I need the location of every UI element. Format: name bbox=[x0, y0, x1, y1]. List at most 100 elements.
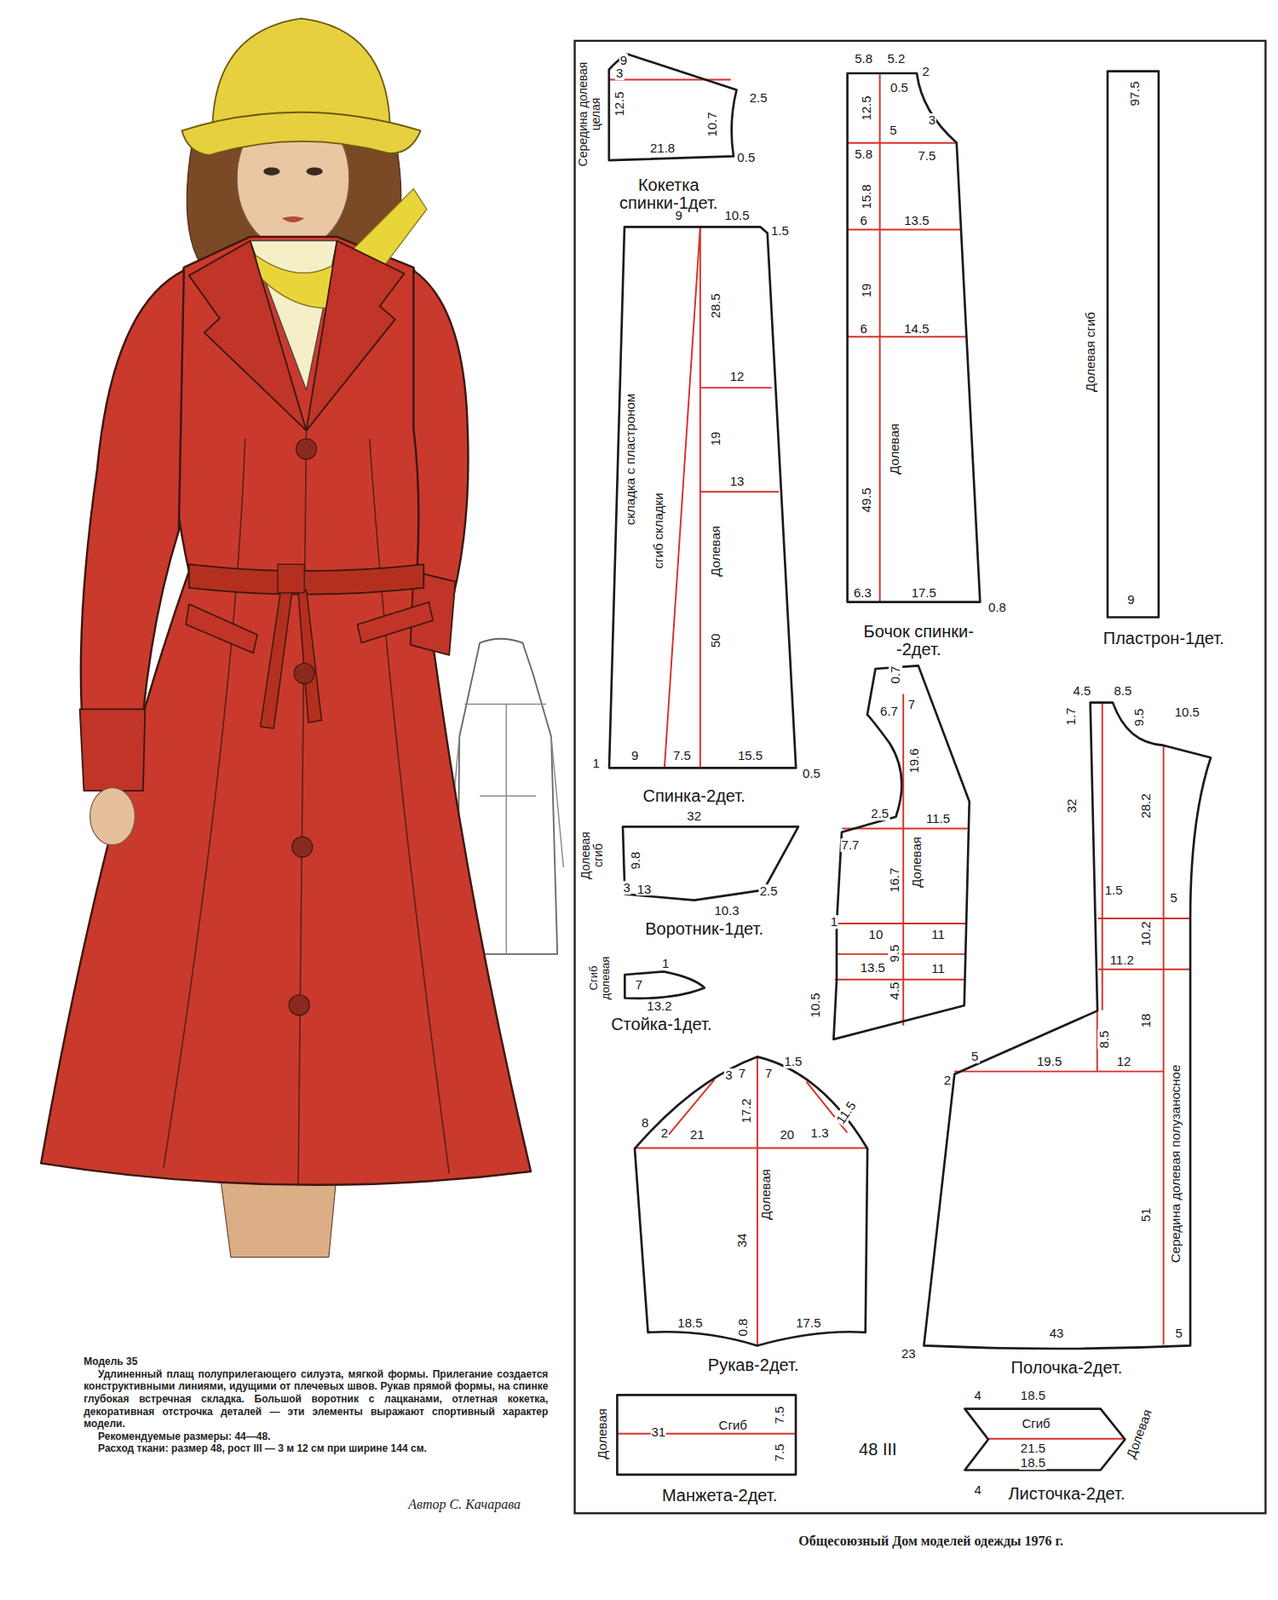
dimension: 13.5 bbox=[859, 961, 887, 975]
author: Автор С. Качарава bbox=[407, 1497, 522, 1513]
dimension: 34 bbox=[735, 1231, 749, 1249]
construction-line bbox=[700, 386, 772, 389]
dimension: 6 bbox=[858, 213, 868, 228]
construction-line bbox=[609, 78, 732, 81]
pocket-flap bbox=[185, 602, 433, 654]
dimension: 32 bbox=[1065, 798, 1079, 815]
dimension: 11.5 bbox=[925, 811, 951, 826]
piece-contour bbox=[634, 1056, 868, 1346]
dimension: 5 bbox=[888, 123, 898, 138]
dimension: 2 bbox=[943, 1073, 952, 1088]
dimension: 7.5 bbox=[772, 1442, 787, 1463]
dimension: 14.5 bbox=[903, 322, 930, 336]
construction-line bbox=[664, 226, 701, 768]
dimension: 10 bbox=[868, 928, 885, 943]
dimension: 43 bbox=[1048, 1326, 1065, 1341]
dimension: 4.5 bbox=[887, 981, 902, 1002]
construction-line bbox=[846, 335, 966, 338]
sizes-note: Рекомендуемые размеры: 44—48. bbox=[83, 1430, 548, 1444]
dimension: 49.5 bbox=[859, 486, 874, 513]
dimension: 5 bbox=[1169, 891, 1179, 905]
dimension: 7.5 bbox=[672, 748, 692, 763]
grain-note: Долевая сгиб bbox=[1083, 310, 1098, 393]
model-title: Модель 35 bbox=[83, 1355, 548, 1369]
construction-line bbox=[836, 922, 967, 925]
dimension: 15.5 bbox=[736, 748, 764, 763]
dimension: 7.5 bbox=[916, 149, 937, 163]
dimension: 4 bbox=[973, 1483, 983, 1497]
dimension: 19.6 bbox=[908, 747, 922, 774]
construction-line bbox=[756, 1056, 759, 1346]
dimension: 18.5 bbox=[676, 1316, 703, 1330]
grain-note: складка с пластроном bbox=[624, 392, 639, 526]
description-text: Удлиненный плащ полуприлегающего силуэта… bbox=[83, 1368, 548, 1431]
sleeve bbox=[80, 270, 185, 714]
construction-line bbox=[1162, 744, 1165, 1345]
dimension: 2.5 bbox=[759, 884, 779, 899]
dimension: 3 bbox=[615, 66, 624, 81]
dimension: 1 bbox=[661, 956, 670, 971]
coat-body bbox=[40, 236, 531, 1186]
construction-line bbox=[834, 978, 965, 981]
dimension: 0.5 bbox=[889, 80, 910, 95]
dimension: 13.5 bbox=[903, 213, 930, 228]
dimension: 10.5 bbox=[1174, 705, 1201, 720]
grain-note: Долевая bbox=[595, 1407, 610, 1461]
grain-note: Долевая bbox=[909, 836, 924, 890]
dimension: 8.5 bbox=[1112, 684, 1133, 698]
button bbox=[288, 995, 310, 1016]
piece-name: Кокетка спинки-1дет. bbox=[604, 176, 734, 213]
dimension: 2 bbox=[921, 64, 930, 79]
dimension: 19.5 bbox=[1036, 1054, 1063, 1069]
lips bbox=[282, 216, 305, 223]
dimension: 32 bbox=[685, 810, 703, 824]
dimension: 13 bbox=[636, 882, 653, 897]
construction-line bbox=[1101, 702, 1104, 1011]
dimension: 19 bbox=[859, 282, 874, 300]
piece-contour bbox=[609, 226, 796, 768]
dimension: 8 bbox=[640, 1116, 650, 1130]
dimension: 31 bbox=[650, 1425, 667, 1440]
construction-line bbox=[846, 142, 956, 144]
dimension: 4 bbox=[973, 1388, 983, 1403]
dimension: 18.5 bbox=[1019, 1456, 1047, 1470]
construction-line bbox=[617, 1433, 797, 1435]
dimension: 5 bbox=[1174, 1326, 1184, 1341]
piece-name: Рукав-2дет. bbox=[707, 1355, 801, 1374]
pattern-piece: Воротник-1дет. bbox=[612, 819, 807, 940]
dimension: 21.5 bbox=[1019, 1441, 1047, 1456]
button bbox=[293, 663, 315, 685]
piece-name: Стойка-1дет. bbox=[610, 1014, 713, 1033]
dimension: 6 bbox=[858, 322, 868, 336]
dimension: 12 bbox=[729, 369, 746, 384]
dimension: 10.2 bbox=[1139, 921, 1154, 948]
dimension: 5 bbox=[970, 1049, 979, 1064]
piece-name: Манжета-2дет. bbox=[661, 1486, 778, 1505]
model-description: Модель 35Удлиненный плащ полуприлегающег… bbox=[83, 1355, 548, 1456]
dimension: 9 bbox=[630, 748, 639, 763]
grain-note: Долевая bbox=[887, 422, 902, 476]
dimension: 5.2 bbox=[886, 52, 906, 67]
dimension: 9 bbox=[1126, 593, 1135, 608]
dimension: 23 bbox=[900, 1347, 917, 1361]
dimension: 12 bbox=[1116, 1054, 1133, 1069]
dimension: 6.7 bbox=[879, 704, 899, 719]
dimension: 6.3 bbox=[852, 586, 873, 600]
dimension: 50 bbox=[708, 633, 723, 650]
dimension: 21 bbox=[689, 1128, 706, 1142]
dimension: 5.8 bbox=[853, 52, 874, 67]
dimension: 0.7 bbox=[888, 664, 903, 685]
dimension: 1.5 bbox=[1104, 883, 1124, 898]
pattern-piece: складка с пластрономсгиб складкиДолеваяС… bbox=[604, 209, 809, 812]
dimension: 17.2 bbox=[739, 1097, 754, 1124]
piece-contour bbox=[609, 53, 737, 161]
dimension: 10.5 bbox=[808, 992, 823, 1019]
piece-contour bbox=[923, 702, 1211, 1348]
piece-name: Полочка-2дет. bbox=[1010, 1358, 1124, 1377]
piece-name: Воротник-1дет. bbox=[644, 920, 765, 939]
dimension: 7.5 bbox=[772, 1404, 787, 1425]
dimension: 0.5 bbox=[801, 766, 822, 781]
construction-line bbox=[841, 828, 968, 830]
fold-note: Сгиб bbox=[1020, 1416, 1051, 1431]
dimension: 17.5 bbox=[794, 1316, 822, 1330]
